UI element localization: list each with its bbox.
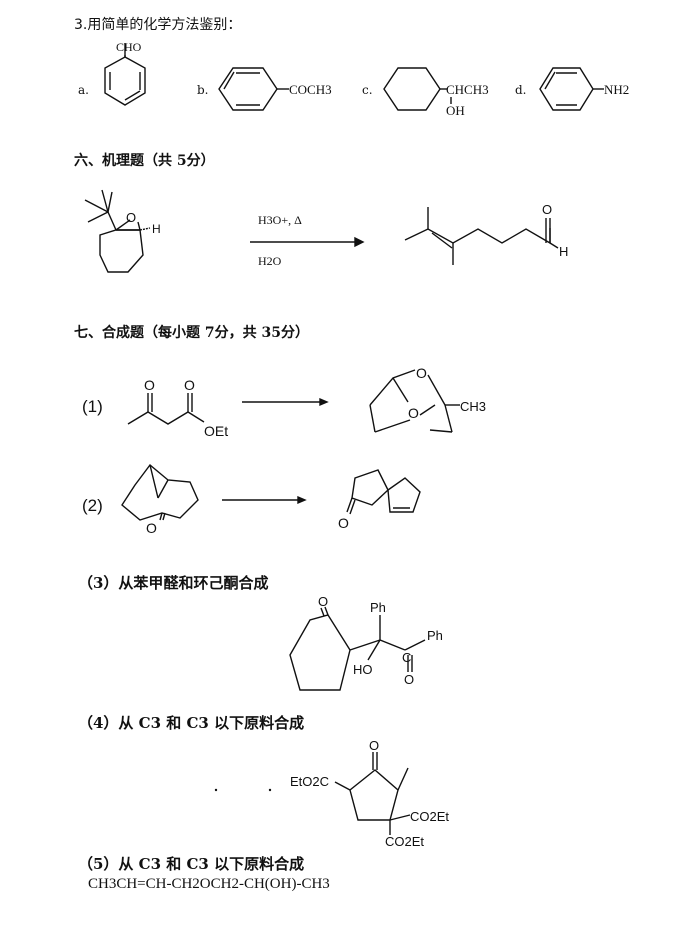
acetophenone-structure (218, 67, 289, 111)
q3-title: 3.用简单的化学方法鉴别： (74, 17, 242, 33)
p1-ester-o: O (184, 377, 195, 393)
problem-1-scheme: O O OEt O O CH3 (127, 365, 486, 439)
p1-number: (1) (82, 397, 103, 416)
p3-text: （3）从苯甲醛和环己酮合成 (78, 574, 269, 592)
aldehyde-o: O (542, 202, 552, 217)
option-b-label: b. (197, 83, 209, 97)
p3-ph2: Ph (427, 628, 443, 643)
p2-product-o: O (338, 515, 349, 531)
cyclohexyl-ethanol-structure (383, 67, 452, 111)
p3-ph1: Ph (370, 600, 386, 615)
p2-start-o: O (146, 520, 157, 536)
aldehyde-h: H (559, 244, 568, 259)
oh-group: OH (446, 103, 465, 118)
option-a-label: a. (78, 83, 89, 97)
cho-group: CHO (116, 40, 142, 54)
p3-c: C (402, 650, 411, 665)
problem-4-structure: O EtO2C CO2Et CO2Et (214, 738, 449, 849)
p5-text: （5）从 C3 和 C3 以下原料合成 (78, 855, 305, 873)
p3-ho: HO (353, 662, 373, 677)
p4-co2et-1: CO2Et (410, 809, 449, 824)
nh2-group: NH2 (604, 82, 630, 97)
p4-o: O (369, 738, 379, 753)
aldehyde-product: O H (404, 202, 568, 265)
epoxide-starting-material: O H (84, 189, 161, 273)
option-c-label: c. (362, 83, 373, 97)
p4-text: （4）从 C3 和 C3 以下原料合成 (78, 714, 305, 732)
p1-ketone-o: O (144, 377, 155, 393)
aniline-structure (539, 67, 604, 111)
section6-heading: 六、机理题（共 5分） (74, 153, 215, 169)
problem-3-structure: O Ph Ph HO C O (289, 594, 443, 691)
epoxide-h: H (152, 222, 161, 236)
p3-o2: O (404, 672, 414, 687)
reagent-top: H3O+, Δ (258, 213, 302, 227)
reagent-bottom: H2O (258, 254, 282, 268)
chch3-group: CHCH3 (446, 82, 489, 97)
p3-o1: O (318, 594, 328, 609)
option-d-label: d. (515, 83, 527, 97)
p1-product-o1: O (416, 365, 427, 381)
p4-co2et-2: CO2Et (385, 834, 424, 849)
p5-formula: CH3CH=CH-CH2OCH2-CH(OH)-CH3 (88, 876, 330, 892)
section7-heading: 七、合成题（每小题 7分，共 35分） (74, 325, 309, 341)
reaction-arrow-mechanism: H3O+, Δ H2O (250, 213, 365, 268)
p2-number: (2) (82, 496, 103, 515)
p1-oet: OEt (204, 423, 228, 439)
problem-2-scheme: O O (121, 463, 421, 536)
epoxide-o: O (126, 210, 136, 225)
p1-ch3: CH3 (460, 399, 486, 414)
p1-product-o2: O (408, 405, 419, 421)
coch3-group: COCH3 (289, 82, 332, 97)
benzaldehyde-structure (104, 43, 146, 106)
p4-eto2c: EtO2C (290, 774, 329, 789)
